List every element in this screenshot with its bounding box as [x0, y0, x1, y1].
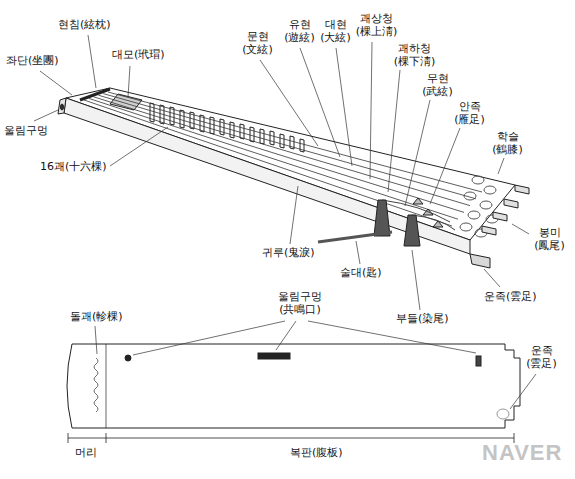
strings	[84, 92, 482, 226]
knot	[460, 223, 472, 231]
suldae-stick	[318, 232, 392, 242]
knot	[480, 201, 492, 209]
leader-line	[512, 224, 529, 234]
part-label: 울림구멍 (共鳴口)	[272, 290, 328, 316]
dimension-label: 머리	[75, 446, 97, 459]
part-label: 유현 (遊絃)	[282, 18, 317, 44]
leader-line	[356, 241, 360, 264]
part-label: 술대(匙)	[340, 266, 382, 279]
part-label: 무현 (武絃)	[420, 72, 455, 98]
tassel	[374, 200, 390, 236]
part-label: 학슬 (鶴膝)	[490, 130, 525, 156]
tail-plate	[493, 212, 507, 221]
leader-line	[300, 48, 340, 157]
fret	[280, 134, 284, 148]
string	[94, 97, 464, 213]
tail-plate	[482, 226, 496, 235]
dimension-line	[68, 438, 514, 439]
back-view	[67, 344, 520, 443]
leader-lines	[34, 35, 536, 409]
dimension-tick	[106, 433, 107, 443]
sound-hole	[258, 353, 290, 359]
knot	[472, 176, 484, 184]
string	[98, 95, 470, 205]
tuning-pegs	[94, 358, 98, 412]
frets	[150, 103, 304, 152]
leader-line	[388, 70, 400, 192]
part-label: 봉미 (鳳尾)	[532, 226, 567, 252]
part-label: 괘상청 (棵上淸)	[352, 12, 401, 38]
leader-line	[405, 100, 430, 206]
dimension-tick	[68, 433, 69, 443]
top-view	[58, 88, 529, 268]
knot	[468, 211, 480, 219]
part-label: 운족(雲足)	[484, 290, 537, 303]
part-label: 대모(玳瑁)	[112, 48, 165, 61]
sound-hole	[61, 104, 64, 110]
bridges	[413, 198, 443, 227]
body-side	[64, 98, 470, 254]
part-label: 안족 (雁足)	[452, 100, 487, 126]
tassel	[404, 215, 420, 246]
foot	[497, 409, 509, 419]
leader-line	[484, 269, 500, 287]
leader-line	[128, 66, 130, 97]
leader-line	[510, 374, 536, 409]
part-label: 괘하청 (棵下淸)	[390, 42, 439, 68]
leader-line	[336, 48, 352, 166]
part-label: 16괘(十六棵)	[40, 160, 107, 173]
body-top	[66, 88, 515, 240]
leader-line	[498, 158, 504, 174]
string	[89, 98, 458, 219]
leader-line	[34, 110, 58, 121]
tail-plate	[504, 199, 518, 208]
tassel-cord	[412, 215, 455, 230]
fret	[260, 129, 264, 144]
string	[108, 92, 482, 192]
leader-line	[308, 321, 476, 353]
tail-plate	[515, 185, 529, 194]
bridge	[413, 198, 423, 204]
sound-hole	[125, 355, 131, 361]
leader-line	[370, 42, 372, 179]
fret	[250, 127, 254, 142]
sound-hole	[476, 356, 481, 366]
string	[84, 100, 452, 226]
leader-line	[412, 250, 420, 310]
fret	[240, 124, 244, 139]
leader-line	[133, 321, 285, 355]
knots	[460, 176, 498, 237]
part-label: 울림구멍	[4, 124, 48, 137]
part-label: 문현 (文絃)	[240, 30, 275, 56]
head-line	[106, 344, 107, 428]
leader-line	[276, 321, 296, 350]
part-label: 좌단(坐團)	[6, 54, 59, 67]
part-label: 운족 (雲足)	[524, 344, 559, 370]
leader-line	[40, 71, 72, 95]
part-label: 부들(染尾)	[396, 312, 449, 325]
head-end	[58, 98, 66, 114]
watermark: NAVER	[482, 440, 562, 466]
string	[103, 94, 476, 199]
part-label: 돌괘(軫棵)	[70, 310, 123, 323]
back-outline	[67, 344, 520, 428]
part-label: 대현 (大絃)	[318, 18, 353, 44]
leader-line	[110, 127, 168, 166]
part-label: 현침(絃枕)	[58, 18, 111, 31]
fret	[180, 110, 184, 128]
leader-line	[430, 128, 460, 204]
fret	[270, 131, 274, 145]
leader-line	[290, 186, 298, 244]
tail-plates	[482, 185, 529, 235]
dimension-label: 복판(腹板)	[290, 446, 343, 459]
knot	[484, 186, 496, 194]
leader-line	[88, 35, 96, 88]
leader-line	[95, 326, 97, 354]
part-label: 귀루(鬼淚)	[262, 246, 315, 259]
foot	[470, 254, 490, 268]
